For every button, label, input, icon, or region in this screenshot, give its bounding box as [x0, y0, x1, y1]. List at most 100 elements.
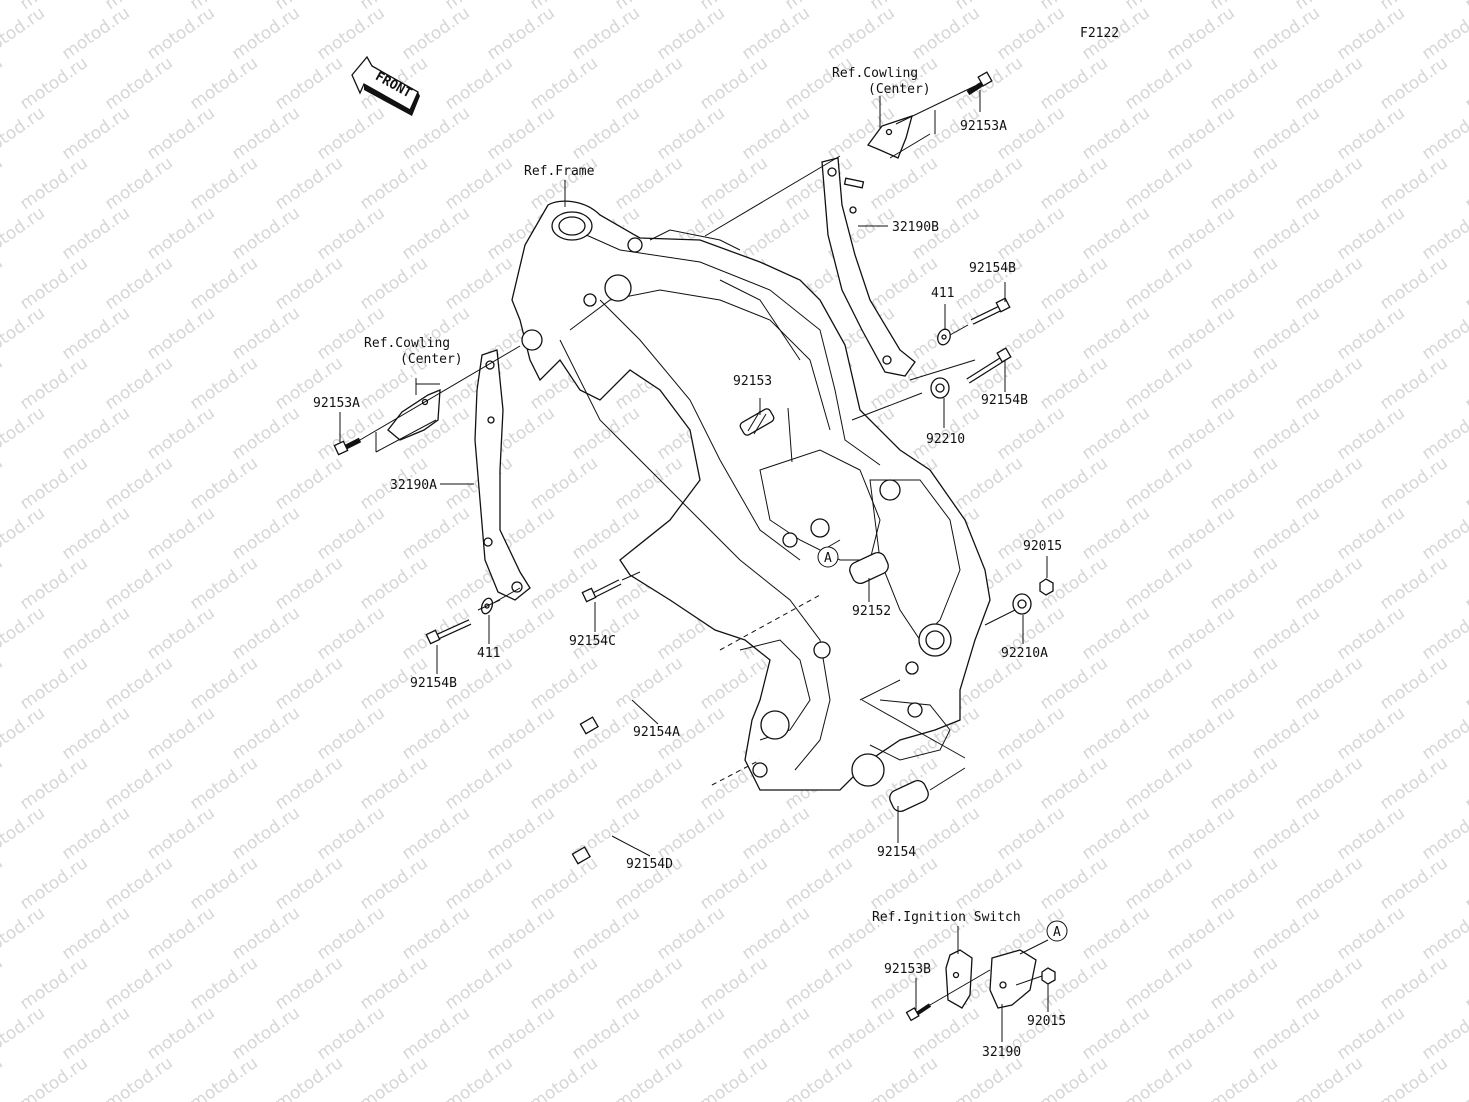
- watermark-text: motod.ru: [1206, 53, 1281, 114]
- watermark-text: motod.ru: [398, 903, 473, 964]
- watermark-text: motod.ru: [1461, 453, 1469, 514]
- part-label: 92154B: [410, 676, 457, 691]
- watermark-text: motod.ru: [1418, 803, 1469, 864]
- watermark-text: motod.ru: [1078, 503, 1153, 564]
- watermark-text: motod.ru: [313, 1003, 388, 1064]
- watermark-text: motod.ru: [908, 3, 983, 64]
- nut-92015-right: [1039, 578, 1054, 596]
- watermark-text: motod.ru: [271, 253, 346, 314]
- watermark-text: motod.ru: [1291, 653, 1366, 714]
- watermark-text: motod.ru: [1376, 353, 1451, 414]
- watermark-text: motod.ru: [1206, 1053, 1281, 1102]
- watermark-text: motod.ru: [611, 653, 686, 714]
- watermark-text: motod.ru: [101, 153, 176, 214]
- watermark-text: motod.ru: [1461, 253, 1469, 314]
- watermark-text: motod.ru: [1418, 3, 1469, 64]
- watermark-text: motod.ru: [483, 1003, 558, 1064]
- watermark-text: motod.ru: [1248, 403, 1323, 464]
- ref-cowling-left-label: Ref.Cowling: [364, 336, 450, 351]
- watermark-text: motod.ru: [1121, 553, 1196, 614]
- watermark-text: motod.ru: [1333, 903, 1408, 964]
- watermark-text: motod.ru: [441, 53, 516, 114]
- watermark-text: motod.ru: [1121, 653, 1196, 714]
- watermark-text: motod.ru: [696, 53, 771, 114]
- watermark-text: motod.ru: [951, 1053, 1026, 1102]
- watermark-text: motod.ru: [1078, 203, 1153, 264]
- watermark-text: motod.ru: [58, 203, 133, 264]
- watermark-text: motod.ru: [1291, 153, 1366, 214]
- watermark-text: motod.ru: [1078, 903, 1153, 964]
- watermark-text: motod.ru: [1418, 903, 1469, 964]
- watermark-text: motod.ru: [1163, 703, 1238, 764]
- watermark-text: motod.ru: [1291, 753, 1366, 814]
- watermark-text: motod.ru: [1078, 403, 1153, 464]
- watermark-text: motod.ru: [1333, 803, 1408, 864]
- watermark-text: motod.ru: [58, 803, 133, 864]
- watermark-text: motod.ru: [738, 1003, 813, 1064]
- watermark-text: motod.ru: [951, 453, 1026, 514]
- watermark-text: motod.ru: [186, 553, 261, 614]
- watermark-text: motod.ru: [1163, 3, 1238, 64]
- watermark-text: motod.ru: [1163, 1003, 1238, 1064]
- watermark-text: motod.ru: [951, 753, 1026, 814]
- watermark-text: motod.ru: [1248, 203, 1323, 264]
- watermark-text: motod.ru: [1376, 153, 1451, 214]
- watermark-text: motod.ru: [313, 903, 388, 964]
- watermark-text: motod.ru: [1121, 153, 1196, 214]
- watermark-text: motod.ru: [0, 1003, 49, 1064]
- watermark-text: motod.ru: [143, 203, 218, 264]
- watermark-text: motod.ru: [611, 953, 686, 1014]
- watermark-text: motod.ru: [16, 953, 91, 1014]
- watermark-text: motod.ru: [781, 53, 856, 114]
- watermark-text: motod.ru: [1291, 453, 1366, 514]
- watermark-text: motod.ru: [1078, 303, 1153, 364]
- part-label: 92015: [1027, 1014, 1066, 1029]
- watermark-text: motod.ru: [1206, 853, 1281, 914]
- bolt-92154D: [571, 783, 713, 865]
- watermark-text: motod.ru: [611, 53, 686, 114]
- watermark-text: motod.ru: [0, 253, 7, 314]
- watermark-text: motod.ru: [823, 3, 898, 64]
- watermark-text: motod.ru: [143, 703, 218, 764]
- watermark-text: motod.ru: [1078, 1003, 1153, 1064]
- watermark-text: motod.ru: [951, 53, 1026, 114]
- watermark-text: motod.ru: [398, 503, 473, 564]
- watermark-text: motod.ru: [1121, 953, 1196, 1014]
- watermark-text: motod.ru: [356, 153, 431, 214]
- watermark-text: motod.ru: [1461, 653, 1469, 714]
- watermark-text: motod.ru: [781, 1053, 856, 1102]
- watermark-text: motod.ru: [16, 553, 91, 614]
- watermark-text: motod.ru: [356, 253, 431, 314]
- watermark-text: motod.ru: [653, 3, 728, 64]
- watermark-text: motod.ru: [611, 453, 686, 514]
- watermark-text: motod.ru: [16, 453, 91, 514]
- watermark-text: motod.ru: [1121, 453, 1196, 514]
- ref-cowling-right-sub: (Center): [868, 82, 931, 97]
- watermark-text: motod.ru: [186, 53, 261, 114]
- washer-411-right: [937, 328, 951, 346]
- watermark-text: motod.ru: [1333, 703, 1408, 764]
- watermark-text: motod.ru: [568, 403, 643, 464]
- watermark-text: motod.ru: [696, 853, 771, 914]
- watermark-text: motod.ru: [271, 853, 346, 914]
- watermark-text: motod.ru: [1333, 503, 1408, 564]
- watermark-text: motod.ru: [101, 753, 176, 814]
- part-label: 411: [931, 286, 954, 301]
- watermark-text: motod.ru: [866, 853, 941, 914]
- watermark-text: motod.ru: [1036, 53, 1111, 114]
- watermark-text: motod.ru: [16, 853, 91, 914]
- watermark-text: motod.ru: [0, 803, 49, 864]
- watermark-text: motod.ru: [16, 53, 91, 114]
- part-label: 92153A: [960, 119, 1007, 134]
- watermark-text: motod.ru: [993, 703, 1068, 764]
- watermark-text: motod.ru: [526, 1053, 601, 1102]
- watermark-text: motod.ru: [313, 203, 388, 264]
- watermark-text: motod.ru: [611, 1053, 686, 1102]
- watermark-text: motod.ru: [1291, 553, 1366, 614]
- watermark-text: motod.ru: [993, 803, 1068, 864]
- watermark-text: motod.ru: [101, 853, 176, 914]
- bolt-92154B-mid: [966, 347, 1012, 384]
- watermark-text: motod.ru: [1376, 953, 1451, 1014]
- watermark-text: motod.ru: [1248, 303, 1323, 364]
- watermark-text: motod.ru: [1248, 1003, 1323, 1064]
